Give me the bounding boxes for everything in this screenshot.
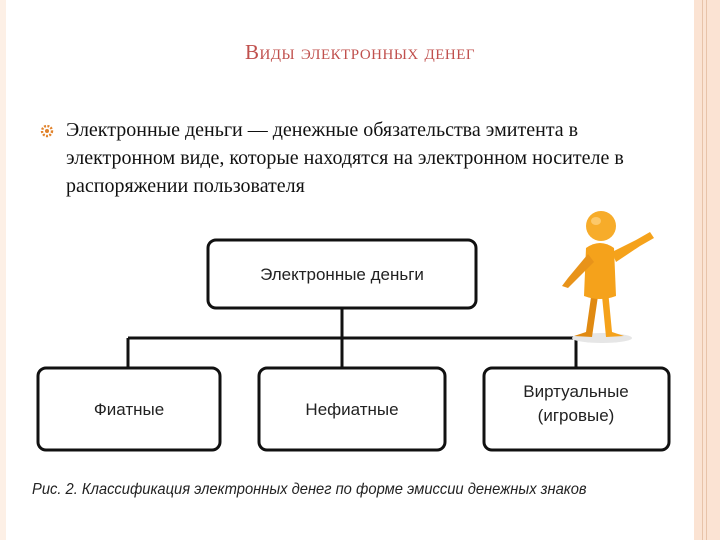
orange-figure-presenting-icon [562,211,654,343]
left-edge-band [0,0,6,540]
child-box-label: Нефиатные [305,400,398,419]
child-box-fiat [36,366,222,452]
root-box-label: Электронные деньги [260,265,424,284]
slide-title: Виды электронных денег [244,40,476,64]
child-box-virtual [482,366,671,452]
right-edge-line [706,0,707,540]
right-edge-line [702,0,703,540]
child-box-label: Фиатные [94,400,164,419]
right-edge-band [694,0,720,540]
child-box-label: (игровые) [538,406,615,425]
definition-text: Электронные деньги — денежные обязательс… [66,119,624,197]
child-box-nonfiat [257,366,447,452]
child-box-label: Виртуальные [523,382,629,401]
figure-caption: Рис. 2. Классификация электронных денег … [32,481,587,498]
gear-bullet-icon [40,124,54,138]
